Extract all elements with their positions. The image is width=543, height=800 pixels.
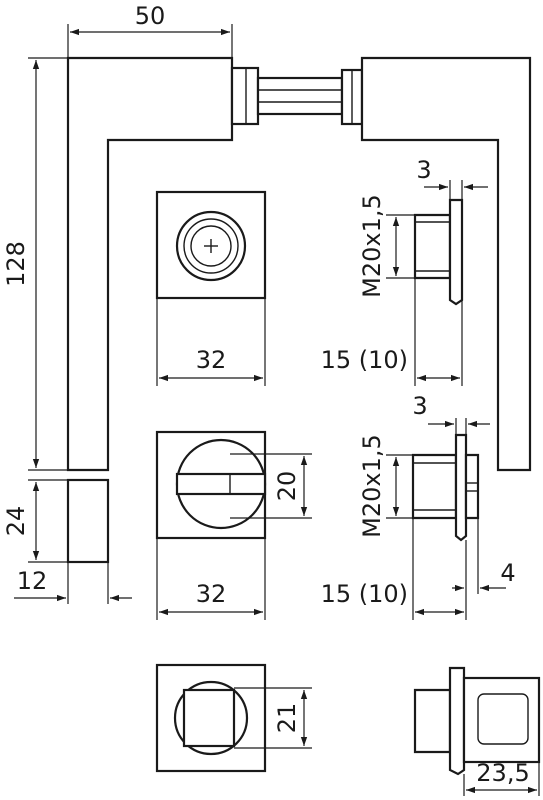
spindle [230, 66, 364, 126]
rose-2-front [155, 430, 267, 540]
lever-handle-right [360, 56, 532, 472]
rose-1-side [413, 198, 464, 306]
dim-rose2-width: 32 [196, 580, 227, 608]
rose-3-side [413, 666, 541, 776]
rose-1-front [155, 190, 267, 300]
rose-3-front [155, 663, 267, 773]
dim-rose-thickness-side: 24 [2, 506, 30, 537]
dim-lever-height: 128 [2, 241, 30, 287]
dim-rose1-thread: M20x1,5 [358, 194, 386, 298]
dim-rose3-depth: 23,5 [476, 759, 529, 787]
dim-rose1-depth: 15 (10) [321, 346, 408, 374]
dim-rose1-width: 32 [196, 346, 227, 374]
dim-rose2-depth: 15 (10) [321, 580, 408, 608]
dim-rose2-slot: 20 [273, 471, 301, 502]
dim-rose-thickness-bottom: 12 [17, 567, 48, 595]
dim-rose2-flange: 3 [412, 392, 427, 420]
dim-rose1-flange: 3 [416, 156, 431, 184]
dim-rose2-thread: M20x1,5 [358, 434, 386, 538]
dim-rose3-slot: 21 [273, 703, 301, 734]
dim-rose2-cam: 4 [500, 559, 515, 587]
dimension-lines [14, 24, 540, 796]
rose-2-side [411, 433, 480, 542]
dimension-labels: 50 128 24 12 32 15 (10) M20x1,5 3 20 32 … [2, 2, 530, 787]
dim-lever-width: 50 [135, 2, 166, 30]
